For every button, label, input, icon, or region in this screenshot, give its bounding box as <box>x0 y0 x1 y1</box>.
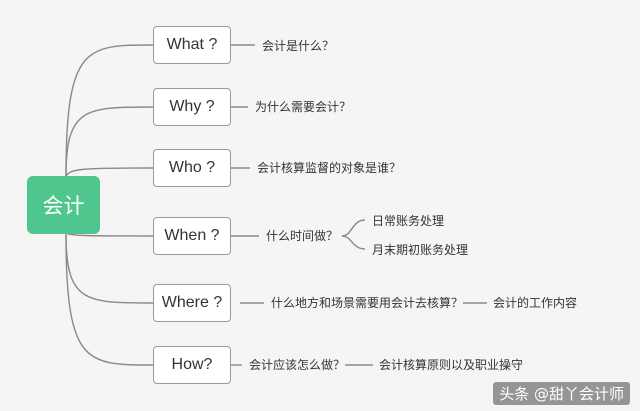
detail-what[interactable]: 会计是什么？ <box>262 39 335 53</box>
detail-why[interactable]: 为什么需要会计？ <box>255 100 352 114</box>
connector-root-how <box>65 233 154 366</box>
detail-when[interactable]: 什么时间做？ <box>266 229 339 243</box>
connector-when-child-month-end <box>341 235 366 250</box>
branch-where[interactable]: Where ? <box>153 284 231 322</box>
when-child-daily[interactable]: 日常账务处理 <box>372 214 445 228</box>
connector-root-what <box>65 44 154 177</box>
connector-when-child-daily <box>341 219 366 237</box>
extra-where[interactable]: 会计的工作内容 <box>493 296 578 310</box>
root-node-kuaiji[interactable]: 会计 <box>27 176 100 234</box>
connector-root-where <box>65 233 154 304</box>
branch-how[interactable]: How? <box>153 346 231 384</box>
branch-who[interactable]: Who ? <box>153 149 231 187</box>
branch-what[interactable]: What ? <box>153 26 231 64</box>
extra-how[interactable]: 会计核算原则以及职业操守 <box>379 358 524 372</box>
connector-root-why <box>65 106 154 177</box>
detail-where[interactable]: 什么地方和场景需要用会计去核算？ <box>271 296 464 310</box>
detail-who[interactable]: 会计核算监督的对象是谁？ <box>257 161 402 175</box>
detail-how[interactable]: 会计应该怎么做？ <box>249 358 346 372</box>
branch-when[interactable]: When ? <box>153 217 231 255</box>
watermark: 头条 @甜丫会计师 <box>493 382 630 405</box>
branch-why[interactable]: Why ? <box>153 88 231 126</box>
when-child-month-end[interactable]: 月末期初账务处理 <box>372 243 469 257</box>
connector-root-who <box>65 167 154 179</box>
